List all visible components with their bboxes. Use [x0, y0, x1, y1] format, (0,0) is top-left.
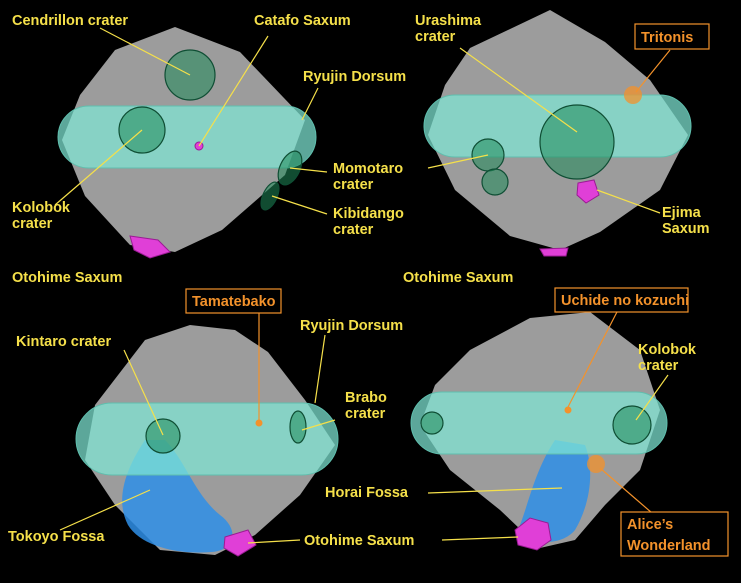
- tokoyo-fossa-label: Tokoyo Fossa: [8, 529, 105, 545]
- alice-label-line1: Alice’s: [627, 517, 673, 533]
- alice-label-line2: Wonderland: [627, 538, 711, 554]
- otohime-saxum: [514, 517, 552, 551]
- ejima-label-line1: Ejima: [662, 205, 702, 221]
- leader-line: [271, 195, 328, 215]
- brabo-label-line2: crater: [345, 406, 386, 422]
- panel-bottom-right: Uchide no kozuchi Kolobok crater Horai F…: [325, 287, 729, 557]
- otohime-saxum-label: Otohime Saxum: [403, 270, 513, 286]
- leader-line: [596, 189, 661, 214]
- leader-line: [289, 167, 328, 173]
- tritonis-label-box: [634, 23, 710, 50]
- urashima-label-line1: Urashima: [415, 13, 482, 29]
- panel-top-right: Urashima crater Tritonis Ejima Saxum Oto…: [403, 10, 710, 286]
- otohime-saxum-label: Otohime Saxum: [304, 533, 414, 549]
- ryujin-dorsum-label: Ryujin Dorsum: [300, 318, 403, 334]
- ejima-saxum: [576, 179, 600, 204]
- equatorial-band: [75, 402, 339, 476]
- leader-line: [54, 129, 143, 206]
- leader-line: [427, 487, 563, 494]
- tamatebako-label: Tamatebako: [192, 294, 276, 310]
- leader-line: [247, 539, 301, 544]
- tamatebako-label-box: [185, 288, 282, 314]
- leader-line: [635, 49, 671, 93]
- small-crater: [420, 411, 444, 435]
- panel-bottom-left: Tamatebako Ryujin Dorsum Kintaro crater …: [8, 288, 414, 557]
- kolobok-crater: [612, 405, 652, 445]
- leader-line: [198, 35, 269, 147]
- leader-line: [123, 349, 164, 436]
- leader-line: [301, 87, 319, 121]
- equatorial-band: [410, 391, 668, 455]
- brabo-label-line1: Brabo: [345, 390, 387, 406]
- leader-line: [599, 467, 653, 514]
- kolobok-label-line1: Kolobok: [638, 342, 697, 358]
- horai-fossa-label: Horai Fossa: [325, 485, 409, 501]
- momotaro-label-line1: Momotaro: [333, 161, 403, 177]
- leader-line: [314, 334, 326, 404]
- kibidango-label-line1: Kibidango: [333, 206, 404, 222]
- ryujin-dorsum-label: Ryujin Dorsum: [303, 69, 406, 85]
- leader-line: [567, 309, 619, 408]
- kolobok-label-line2: crater: [12, 216, 53, 232]
- leader-line: [441, 536, 519, 541]
- uchide-label: Uchide no kozuchi: [561, 293, 689, 309]
- kibidango-label-line2: crater: [333, 222, 374, 238]
- leader-line: [635, 374, 669, 421]
- otohime-saxum: [539, 247, 569, 257]
- otohime-saxum: [223, 529, 257, 557]
- leader-line: [99, 27, 191, 76]
- tamatebako-marker: [255, 419, 263, 427]
- leader-line: [427, 154, 489, 169]
- equatorial-band: [57, 105, 317, 169]
- urashima-label-line2: crater: [415, 29, 456, 45]
- kintaro-crater: [145, 418, 181, 454]
- kolobok-label-line2: crater: [638, 358, 679, 374]
- alice-label-box: [620, 511, 729, 557]
- small-crater-2: [481, 168, 509, 196]
- leader-line: [459, 47, 578, 133]
- brabo-crater: [289, 410, 307, 444]
- otohime-saxum-label: Otohime Saxum: [12, 270, 122, 286]
- otohime-saxum: [129, 235, 171, 259]
- kintaro-crater-label: Kintaro crater: [16, 334, 111, 350]
- panel-top-left: Cendrillon crater Catafo Saxum Ryujin Do…: [12, 13, 406, 286]
- tritonis-label: Tritonis: [641, 30, 693, 46]
- leader-line: [59, 489, 151, 531]
- ejima-label-line2: Saxum: [662, 221, 710, 237]
- kolobok-label-line1: Kolobok: [12, 200, 71, 216]
- cendrillon-crater-label: Cendrillon crater: [12, 13, 128, 29]
- momotaro-label-line2: crater: [333, 177, 374, 193]
- horai-fossa: [520, 440, 591, 542]
- urashima-crater: [539, 104, 615, 180]
- catafo-saxum-label: Catafo Saxum: [254, 13, 351, 29]
- uchide-label-box: [554, 287, 689, 313]
- leader-line: [301, 419, 336, 431]
- uchide-marker: [564, 406, 572, 414]
- kibidango-crater: [260, 181, 280, 211]
